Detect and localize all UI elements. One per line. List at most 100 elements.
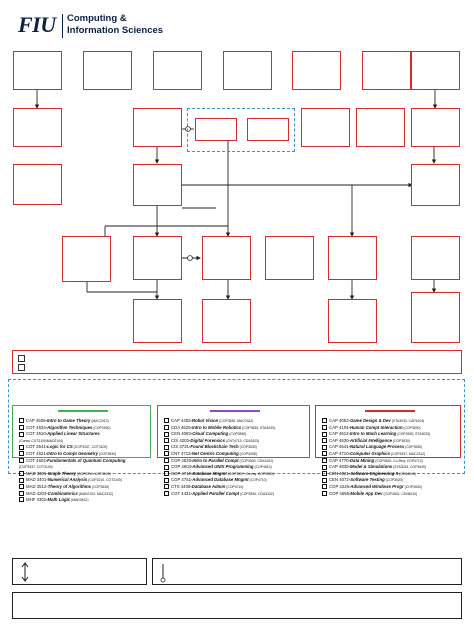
course-box [411, 164, 460, 206]
course-title: -Digital Forensics [188, 437, 225, 443]
course-title: -Combinatorics [46, 490, 78, 496]
course-box [362, 51, 411, 90]
course-title: -Human Compt Interaction [348, 424, 403, 430]
elective-course-item: CAP 4641-Natural Language Process (COP35… [322, 444, 457, 451]
course-code: CAP 4612 [329, 431, 349, 437]
course-prerequisites: (COP3530, CDA3102) [239, 491, 274, 496]
checkbox-icon [164, 438, 169, 444]
course-prerequisites: (COP3530, Co-Req: COP4710) [374, 458, 423, 463]
course-code: CEN 4021 [329, 470, 349, 476]
course-prerequisites: (COP3337, COT3100) [72, 445, 108, 450]
legend-box-prerequisite [12, 558, 147, 585]
corequisite-legend-icon [160, 564, 166, 583]
course-prerequisites: (CEN4010) [398, 471, 416, 476]
course-prerequisites: (COP2210, COT3100) [87, 478, 122, 483]
course-code: CDA 4625 [171, 424, 191, 430]
elective-course-item: MAD 3301-Graph Theory (COP2210, COT3100) [19, 471, 147, 478]
course-prerequisites: (COP3530) [92, 425, 111, 430]
course-code: COP 4604 [171, 464, 191, 470]
checkbox-icon [164, 451, 169, 457]
elective-course-item: COP 4604-Advanced UNIX Programming (COP4… [164, 464, 306, 471]
course-prerequisites: (COP3530, CDA3102) [238, 458, 274, 463]
course-prerequisites: (COP3530) [391, 438, 411, 443]
corequisite-marker [187, 255, 193, 261]
elective-column-theory: CAP 4506-Intro to Game Theory (MAC2312)C… [12, 405, 151, 503]
course-code: CAP 4830 [329, 464, 349, 470]
course-prerequisites: (COP3530) [228, 432, 247, 437]
course-box [292, 51, 341, 90]
checkbox-icon [164, 431, 169, 437]
checkbox-icon [322, 464, 327, 470]
course-prerequisites: (COP3530, STA3033) [396, 432, 431, 437]
course-title: -Applied Parallel Compt [190, 490, 240, 496]
elective-course-item: COP 4520-Intro to Parallel Compt (COP353… [164, 458, 306, 465]
elective-course-item: CAP 4453-Robot Vision (COP3530, MAC2312) [164, 418, 306, 425]
course-title: -Intro to Mobile Robotics [190, 424, 242, 430]
course-box [153, 51, 202, 90]
course-title: -Computer Graphics [348, 450, 391, 456]
course-box [328, 236, 377, 280]
checkbox-icon [164, 490, 169, 496]
course-prerequisites: (MAD3512) [70, 498, 89, 503]
course-code: CAP 4630 [329, 437, 349, 443]
course-title: -Software Engineering II [348, 470, 399, 476]
elective-course-item: COP 4655-Mobile App Dev (COP4501, CEN401… [322, 491, 457, 498]
elective-course-item: MAD 3512-Theory of Algorithms (COP3530) [19, 484, 147, 491]
course-box [13, 164, 62, 205]
course-title: -Mobile App Dev [349, 490, 383, 496]
checkbox-icon [164, 418, 169, 424]
checkbox-icon [164, 424, 169, 430]
column-header-rule [322, 410, 457, 418]
checkbox-icon [322, 438, 327, 444]
course-code: COP 4520 [171, 457, 191, 463]
course-group-dashed [187, 108, 295, 152]
course-box [83, 51, 132, 90]
course-box [13, 51, 62, 90]
course-prerequisites: (COP4338) [238, 451, 257, 456]
checkbox-icon [18, 364, 25, 371]
course-title: -Robot Vision [190, 418, 219, 423]
course-code: CNT 4713 [171, 450, 191, 456]
course-code: CTS 4408 [171, 483, 191, 489]
course-title: -Theory of Algorithms [46, 483, 92, 489]
course-code: CAP 4641 [329, 444, 349, 450]
checkbox-icon [322, 424, 327, 430]
elective-course-item: CIS 4731-Found Blockchain Tech (COP3530) [164, 444, 306, 451]
checkbox-icon [164, 457, 169, 463]
checkbox-icon [19, 484, 24, 490]
course-title: -Intro to Game Theory [45, 418, 91, 423]
checkbox-icon [164, 464, 169, 470]
course-box [133, 299, 182, 343]
column-header-rule [19, 410, 147, 418]
elective-course-item: CTS 4408-Database Admin (COP4710) [164, 484, 306, 491]
course-title: -Natural Language Process [348, 444, 405, 450]
course-prerequisites: (COP3530) [91, 484, 110, 489]
course-code: COP 4710 [171, 470, 191, 476]
course-box [202, 236, 251, 280]
course-box [202, 299, 251, 343]
course-code: CAP 4052 [329, 418, 349, 423]
course-prerequisites: (COP4710) [225, 484, 244, 489]
elective-course-item: MAD 4203-Combinatorics (MAD2104, MAC2312… [19, 491, 147, 498]
course-title: -Applied Linear Structures [45, 431, 100, 437]
elective-course-item: COT 4534-Algorithm Techniques (COP3530) [19, 425, 147, 432]
course-prerequisites: (STA3033, COP3530) [392, 465, 427, 470]
course-code: CIS 4203 [171, 437, 189, 443]
checkbox-icon [19, 457, 24, 463]
elective-course-item: COP 4226-Advanced Windows Progr (COP3530… [322, 484, 457, 491]
course-prerequisites: (COP3530, STA3033) [241, 425, 276, 430]
elective-course-item: MHF 4302-Math Logic (MAD3512) [19, 497, 147, 504]
elective-course-item: COT 4521-Intro to Compt Geometry (COP353… [19, 451, 147, 458]
elective-course-item: CAP 4770-Data Mining (COP3530, Co-Req: C… [322, 458, 457, 465]
dept-name-line1: Computing & [67, 13, 127, 24]
course-title: -Database Admin [190, 483, 226, 489]
course-code: COT 4431 [171, 490, 191, 496]
checkbox-icon [19, 471, 24, 477]
course-box [133, 164, 182, 206]
course-prerequisites: (COP3337, COT3100) [19, 465, 53, 470]
elective-course-item: COT 3510-Applied Linear Structures [19, 431, 147, 438]
course-prerequisites: (CNT4713, CDA3102) [224, 438, 260, 443]
elective-course-item: CIS 4203-Digital Forensics (CNT4713, CDA… [164, 438, 306, 445]
checkbox-icon [322, 490, 327, 496]
checkbox-icon [322, 457, 327, 463]
